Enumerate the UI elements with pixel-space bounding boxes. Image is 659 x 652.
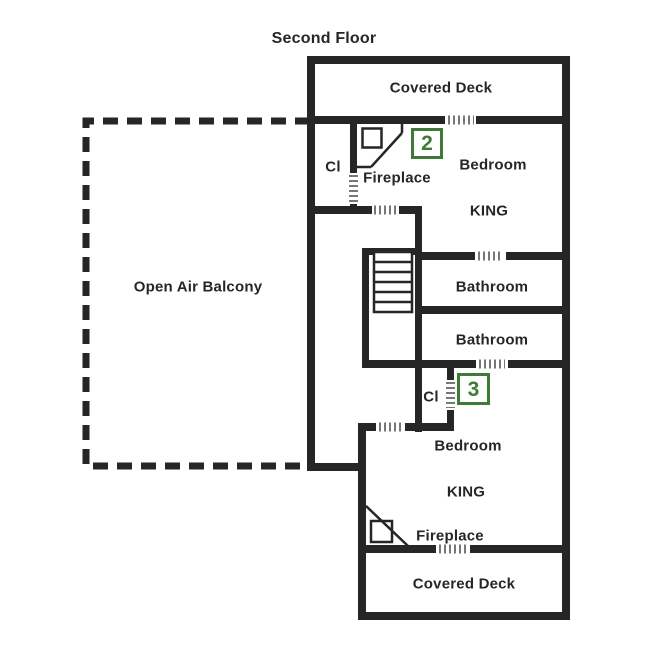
wall-bedroom3-left (358, 423, 366, 620)
room-label-bed-top: KING (469, 202, 509, 220)
door-bottom-closet (444, 380, 457, 410)
room-label-covered-deck-top: Covered Deck (389, 79, 493, 97)
wall-bathroom-divider (415, 306, 568, 314)
room-number-badge-3: 3 (457, 373, 490, 405)
page-title: Second Floor (271, 30, 377, 47)
door-bathroom-upper (475, 250, 506, 262)
wall-bottom-deck-bottom (358, 612, 568, 620)
room-label-covered-deck-bottom: Covered Deck (412, 575, 516, 593)
wall-right (562, 56, 570, 620)
wall-center-vertical (415, 206, 422, 432)
room-label-fireplace-bottom: Fireplace (416, 527, 484, 545)
room-label-closet-top: Cl (325, 158, 341, 176)
stairs-icon (372, 250, 414, 314)
room-label-bedroom-bottom: Bedroom (434, 437, 502, 455)
room-label-open-air-balcony: Open Air Balcony (133, 278, 263, 296)
wall-bedroom3-top (358, 423, 454, 431)
room-label-closet-bottom: Cl (423, 388, 439, 406)
door-bathroom-lower (476, 358, 508, 370)
wall-top-closet-right (350, 120, 357, 208)
wall-below-top-deck (307, 116, 570, 124)
fireplace-bottom-icon (362, 504, 409, 547)
door-bottom-deck (436, 543, 470, 555)
room-number-2: 2 (421, 132, 433, 155)
wall-left (307, 56, 315, 471)
wall-balcony-connector (307, 463, 366, 471)
door-top-closet (347, 173, 360, 204)
door-bedroom3 (376, 421, 405, 433)
room-label-bathroom-lower: Bathroom (455, 331, 529, 349)
fireplace-top-icon (357, 124, 404, 169)
room-label-bedroom-top: Bedroom (459, 156, 527, 174)
door-openings (347, 114, 508, 555)
wall-hall-top (307, 206, 422, 214)
balcony-dashed-outline (82, 117, 310, 470)
room-label-fireplace-top: Fireplace (363, 169, 431, 187)
room-number-badge-2: 2 (411, 128, 443, 159)
door-hall-top (372, 204, 399, 216)
wall-bathroom2-bottom (362, 360, 568, 368)
door-top-deck (445, 114, 476, 126)
wall-stairs-left (362, 248, 369, 368)
room-number-3: 3 (467, 377, 480, 401)
room-label-bed-bottom: KING (446, 483, 486, 501)
wall-top-deck-top (310, 56, 569, 64)
room-label-bathroom-upper: Bathroom (455, 278, 529, 296)
